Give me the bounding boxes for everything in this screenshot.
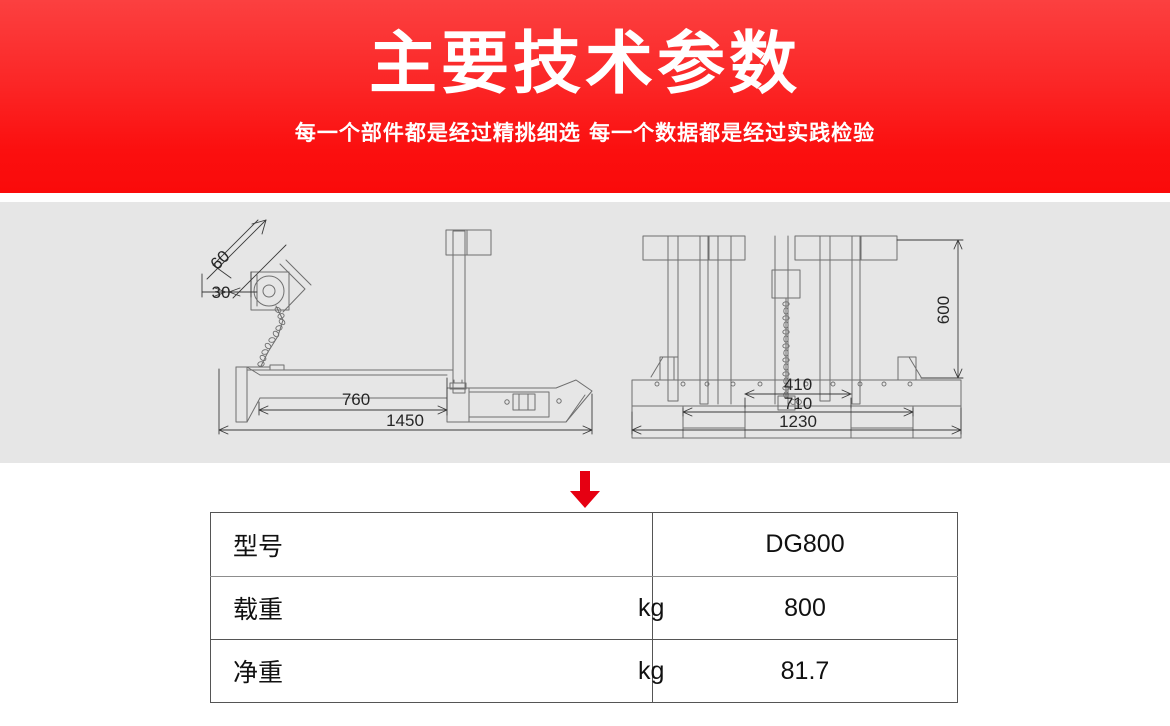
technical-drawing-panel: 60 30 760 1450 [0, 202, 1170, 463]
spec-label: 型号 [210, 512, 638, 577]
dim-label-60: 60 [207, 247, 234, 274]
spec-table: 型号 DG800 载重 kg 800 净重 kg 81.7 [210, 512, 958, 703]
table-row: 载重 kg 800 [210, 576, 958, 640]
spec-unit [638, 512, 653, 577]
side-view-dimension-lines [201, 219, 593, 435]
dim-label-1450: 1450 [386, 411, 424, 430]
spec-value: DG800 [652, 512, 958, 577]
side-view-geometry [235, 229, 593, 423]
side-view-dimension-labels: 60 30 760 1450 [207, 247, 424, 430]
front-view-geometry [631, 235, 962, 439]
dim-label-760: 760 [342, 390, 370, 409]
spec-label: 净重 [210, 639, 638, 703]
dim-label-1230: 1230 [779, 412, 817, 431]
spec-label: 载重 [210, 576, 638, 640]
banner-subtitle: 每一个部件都是经过精挑细选 每一个数据都是经过实践检验 [294, 121, 876, 145]
table-row: 型号 DG800 [210, 512, 958, 577]
arrow-down-indicator [567, 471, 603, 509]
table-row: 净重 kg 81.7 [210, 639, 958, 703]
dim-label-600: 600 [934, 296, 953, 324]
spec-unit: kg [638, 576, 664, 640]
technical-drawing-svg: 60 30 760 1450 [201, 219, 964, 439]
spec-unit: kg [638, 639, 664, 703]
dim-label-410: 410 [784, 375, 812, 394]
banner: 主要技术参数 每一个部件都是经过精挑细选 每一个数据都是经过实践检验 [0, 0, 1170, 193]
front-view-dimension-labels: 410 710 1230 600 [779, 296, 953, 431]
front-view-dimension-lines [631, 239, 964, 435]
dim-label-710: 710 [784, 394, 812, 413]
arrow-down-icon [570, 471, 600, 508]
spec-value: 81.7 [652, 639, 958, 703]
spec-value: 800 [652, 576, 958, 640]
page-title: 主要技术参数 [368, 25, 801, 104]
dim-label-30: 30 [212, 283, 231, 302]
